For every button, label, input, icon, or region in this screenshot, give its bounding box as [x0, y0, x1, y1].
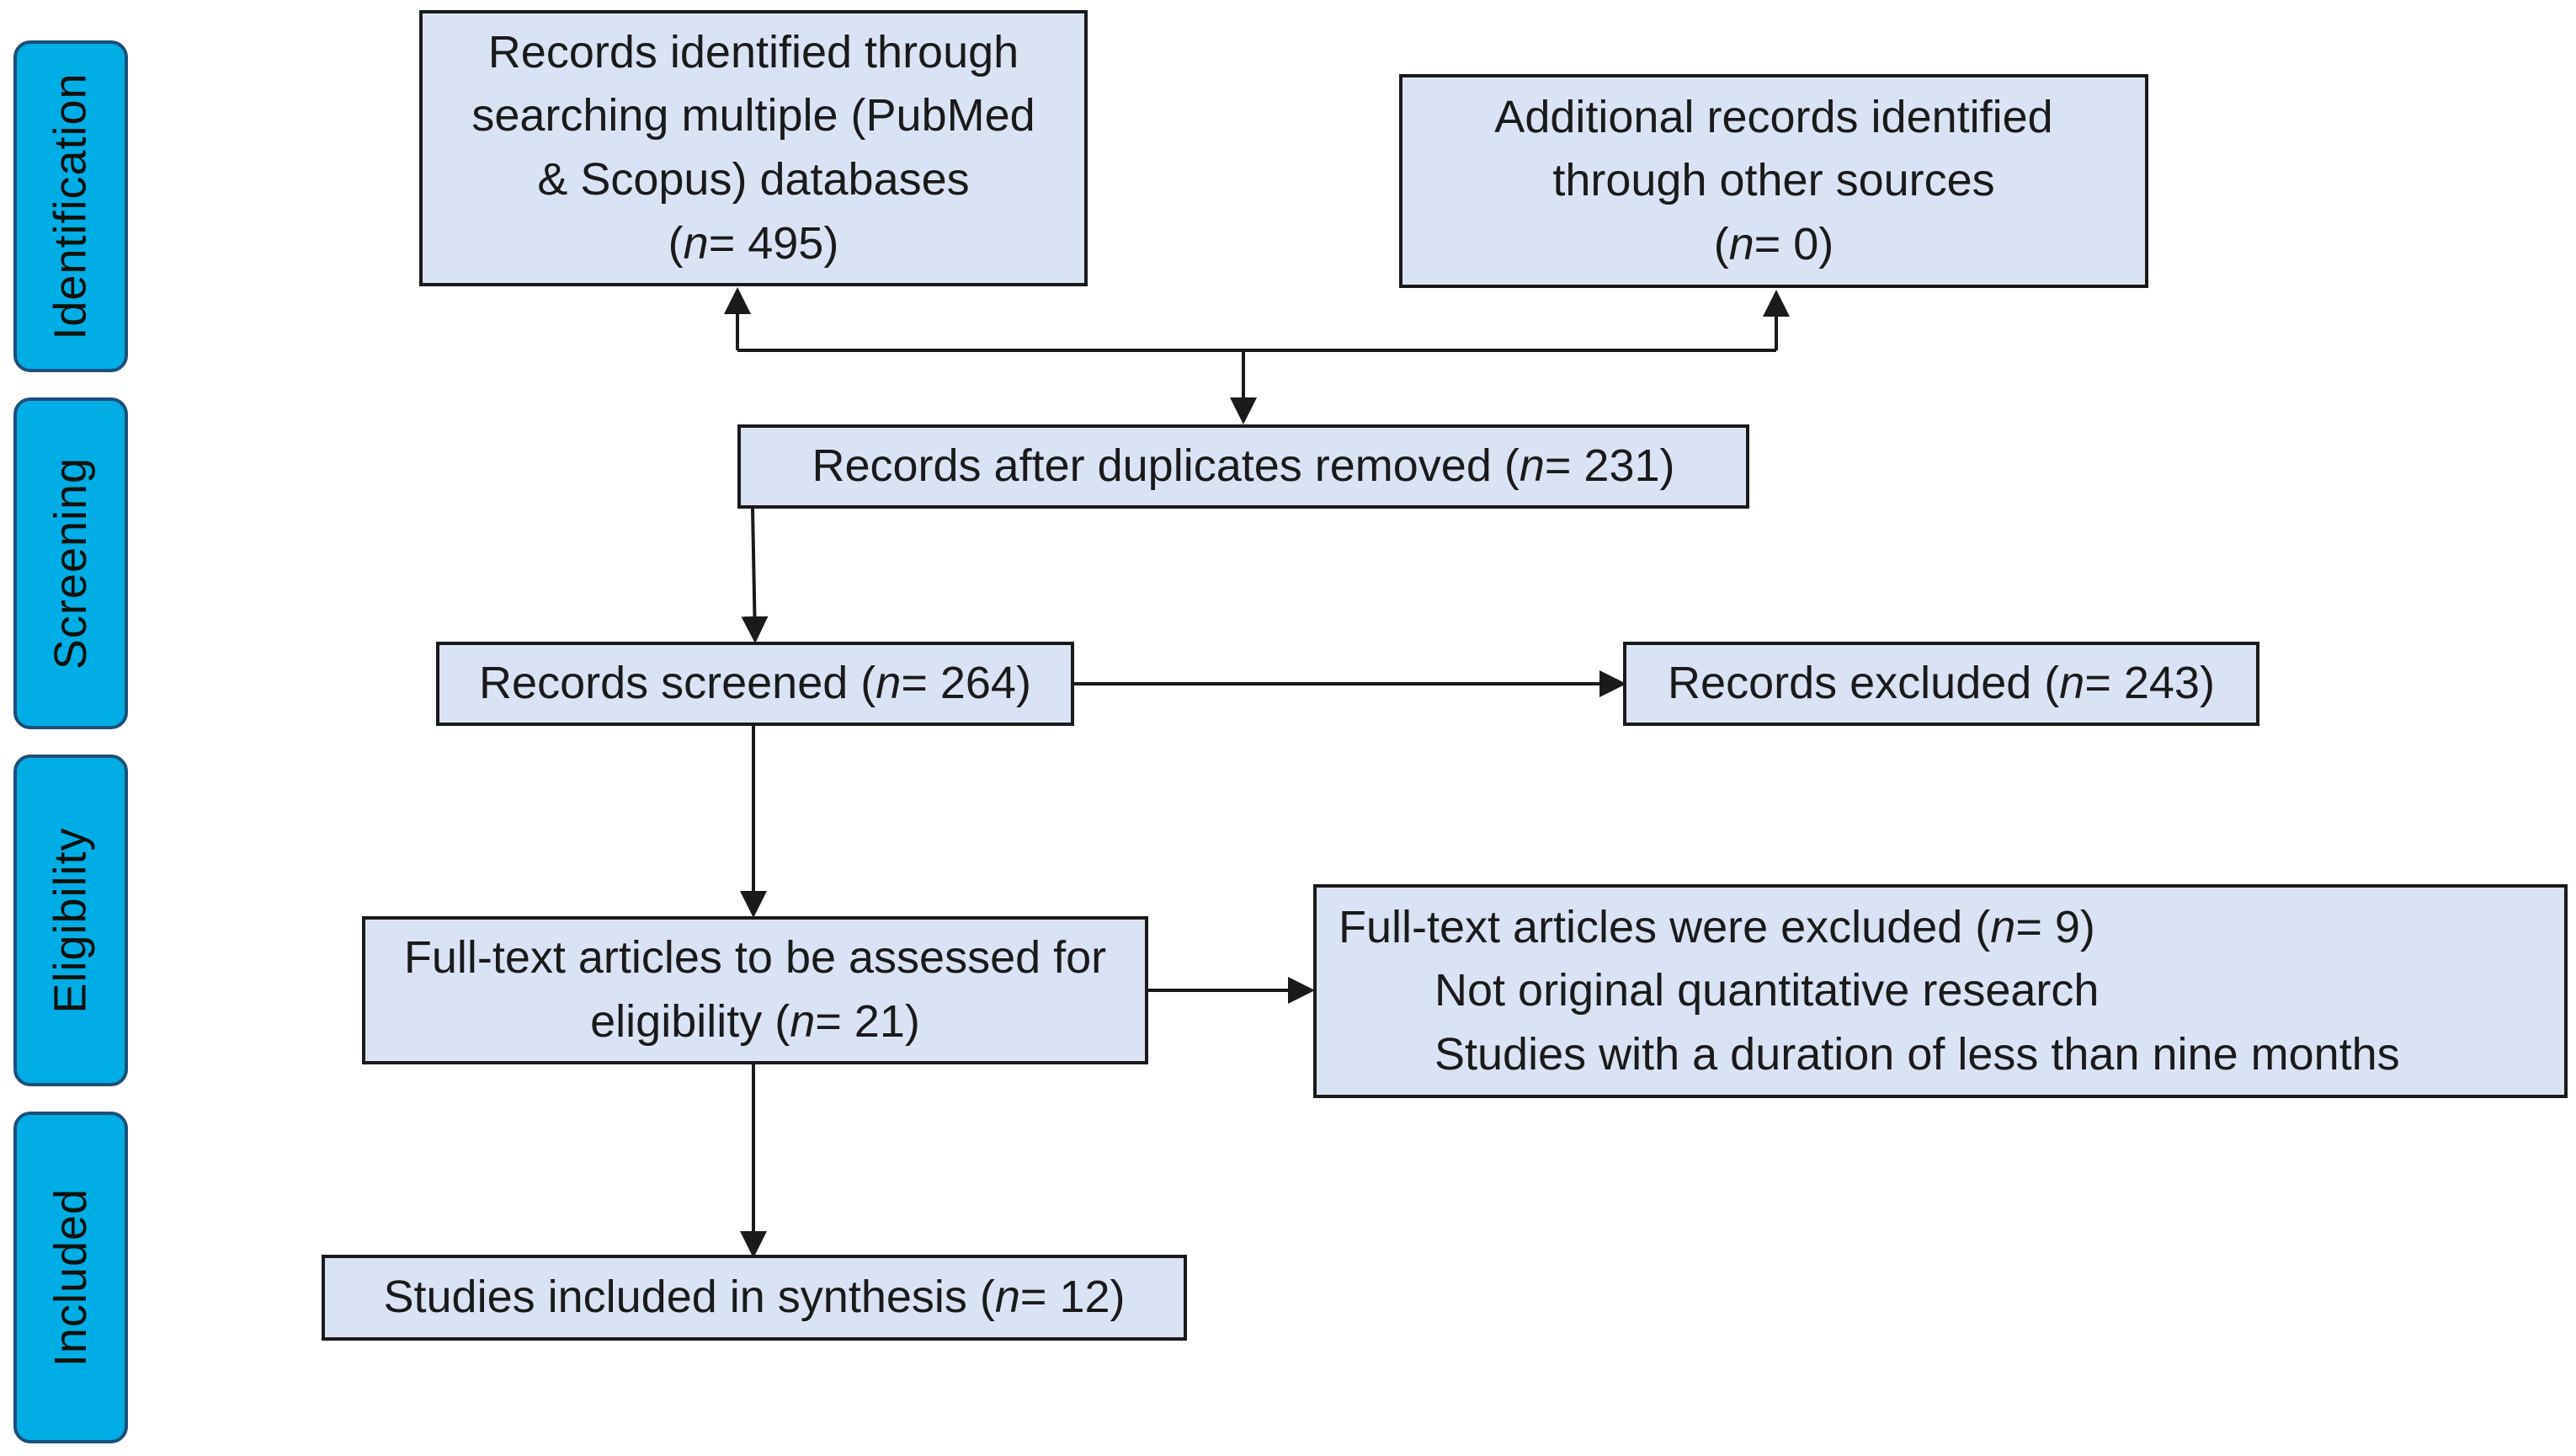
phase-included: Included — [13, 1112, 128, 1443]
full-text-excluded-heading: Full-text articles were excluded (n= 9) — [1339, 901, 2095, 952]
records-excluded-text: Records excluded (n= 243) — [1668, 658, 2215, 709]
connector-duplicates-to-screened — [741, 508, 769, 643]
db-search-line-2: searching multiple (PubMed — [471, 90, 1035, 141]
phase-included-label: Included — [45, 1187, 97, 1368]
duplicates-removed-text: Records after duplicates removed (n= 231… — [812, 440, 1675, 492]
db-search-count: (n= 495) — [668, 217, 839, 269]
box-database-search: Records identified through searching mul… — [419, 10, 1088, 286]
phase-screening-label: Screening — [45, 456, 97, 670]
studies-included-text: Studies included in synthesis (n= 12) — [383, 1272, 1126, 1323]
box-records-screened: Records screened (n= 264) — [436, 642, 1074, 726]
box-records-excluded: Records excluded (n= 243) — [1623, 642, 2259, 726]
other-sources-line-2: through other sources — [1552, 155, 1995, 206]
box-full-text-excluded: Full-text articles were excluded (n= 9) … — [1313, 884, 2568, 1098]
db-search-line-3: & Scopus) databases — [537, 154, 970, 205]
box-studies-included: Studies included in synthesis (n= 12) — [322, 1255, 1187, 1341]
box-duplicates-removed: Records after duplicates removed (n= 231… — [737, 424, 1749, 509]
phase-identification-label: Identification — [45, 72, 97, 340]
phase-screening: Screening — [13, 397, 128, 729]
box-full-text-assessed: Full-text articles to be assessed for el… — [362, 916, 1148, 1064]
other-sources-count: (n= 0) — [1713, 218, 1834, 269]
box-other-sources: Additional records identified through ot… — [1399, 74, 2148, 288]
db-search-line-1: Records identified through — [487, 26, 1019, 77]
exclusion-reason-1: Not original quantitative research — [1434, 965, 2100, 1016]
full-text-assessed-line-2: eligibility (n= 21) — [590, 996, 920, 1047]
other-sources-line-1: Additional records identified — [1494, 91, 2053, 142]
exclusion-reason-2: Studies with a duration of less than nin… — [1434, 1028, 2400, 1080]
records-screened-text: Records screened (n= 264) — [479, 658, 1031, 709]
phase-eligibility: Eligibility — [13, 755, 128, 1086]
full-text-assessed-line-1: Full-text articles to be assessed for — [403, 932, 1107, 984]
phase-eligibility-label: Eligibility — [45, 827, 97, 1014]
phase-identification: Identification — [13, 40, 128, 372]
